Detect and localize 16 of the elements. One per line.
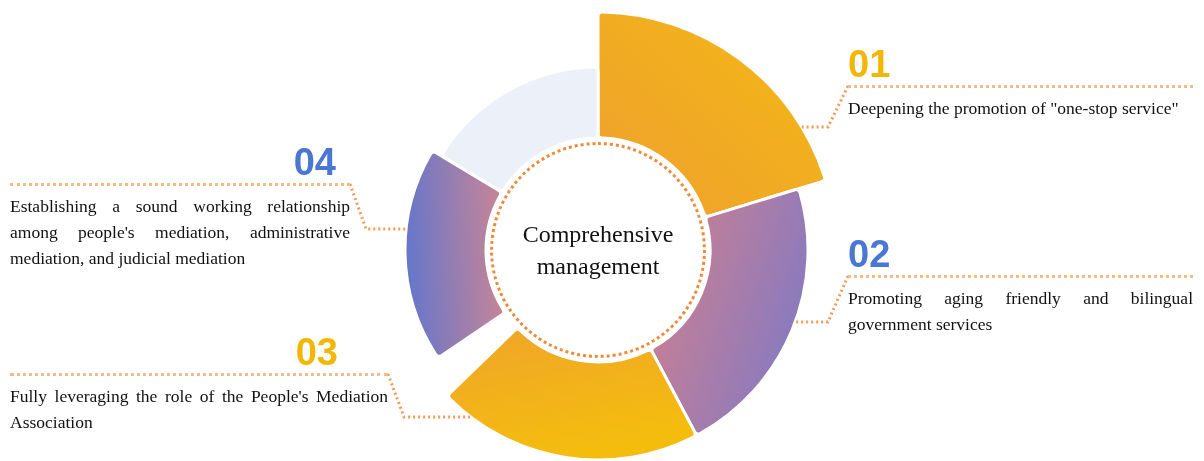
leader-line	[795, 275, 850, 324]
description-text: Establishing a sound working relationship among people's mediation, administrative mediation, and judicial mediation	[10, 195, 350, 270]
step-number: 02	[848, 235, 891, 273]
description-text: Promoting aging friendly and bilingual government services	[848, 287, 1193, 336]
ring-segment	[441, 65, 600, 193]
description-text: Deepening the promotion of "one-stop service"	[848, 97, 1180, 120]
description-text: Fully leveraging the role of the People's Mediation Association	[10, 385, 388, 434]
leader-line	[386, 373, 471, 419]
ring-segment	[403, 150, 506, 358]
leader-line	[348, 183, 407, 231]
center-label: Comprehensive management	[521, 220, 675, 281]
step-number: 01	[848, 45, 891, 83]
leader-line	[801, 85, 850, 129]
ring-segment	[447, 327, 697, 461]
step-number: 03	[295, 333, 338, 371]
step-number: 04	[293, 143, 336, 181]
